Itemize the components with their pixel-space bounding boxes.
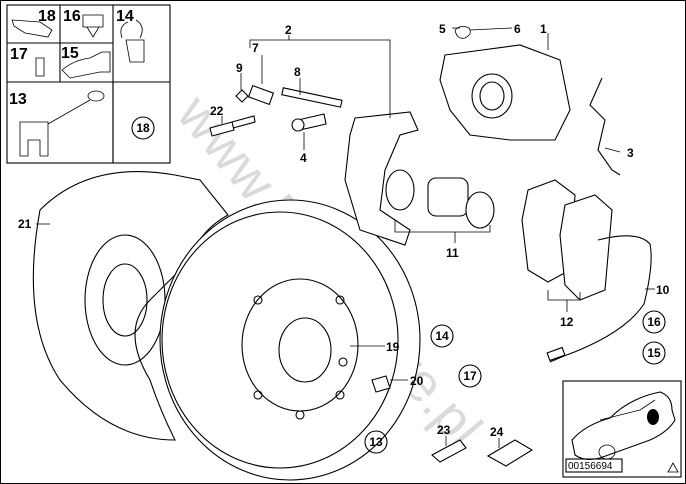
- circled-ref-17: 17: [463, 369, 477, 383]
- dust-shield-21: [32, 170, 229, 441]
- grease-tube-23-icon: [431, 439, 467, 463]
- grease-packet-24-icon: [486, 439, 534, 467]
- label-2: 2: [285, 23, 292, 37]
- label-23: 23: [437, 423, 451, 437]
- circled-ref-14: 14: [435, 329, 449, 343]
- warning-triangle-icon: [667, 462, 679, 473]
- clip-16-icon: [82, 14, 104, 38]
- leader-lines: [36, 27, 655, 448]
- brake-caliper-1: [439, 44, 571, 141]
- label-12: 12: [560, 315, 574, 329]
- piston-kit-11: [385, 169, 495, 229]
- label-6: 6: [514, 22, 521, 36]
- bolts: [209, 84, 391, 393]
- holder-14-icon: [120, 19, 145, 63]
- anti-rattle-spring-3: [589, 77, 621, 176]
- wheel-highlight-icon: [647, 409, 659, 425]
- brake-disc: [159, 199, 421, 481]
- small-parts-inset: 18 16 14 17 15 13: [6, 4, 171, 164]
- wear-sensor-10: [549, 235, 652, 363]
- label-8: 8: [294, 65, 301, 79]
- label-24: 24: [490, 425, 504, 439]
- inset-label-16: 16: [63, 8, 81, 25]
- vehicle-location-inset: 00156694: [562, 380, 682, 478]
- clip-18-icon: [11, 19, 53, 38]
- circled-refs: 18 14 17 16 15 13: [131, 116, 666, 454]
- sensor-13-icon: [19, 99, 91, 157]
- inset-label-17: 17: [10, 46, 28, 63]
- circled-ref-13: 13: [369, 435, 383, 449]
- label-19: 19: [386, 340, 400, 354]
- bolt-22-icon: [209, 115, 256, 137]
- label-9: 9: [236, 61, 243, 75]
- clip-17-icon: [35, 57, 45, 77]
- guide-pin-8-icon: [281, 87, 343, 108]
- label-11: 11: [446, 246, 459, 260]
- guide-sleeve-7-icon: [247, 84, 275, 106]
- screw-20-icon: [371, 375, 391, 393]
- label-20: 20: [410, 374, 424, 388]
- label-3: 3: [627, 146, 634, 160]
- label-21: 21: [18, 217, 32, 231]
- brake-pads-12: [521, 179, 613, 301]
- part-labels: 1 2 3 4 5 6 7 8 9 10 11 12 19 20 21 22 2…: [18, 22, 670, 439]
- label-1: 1: [540, 22, 547, 36]
- image-code: 00156694: [568, 461, 613, 472]
- label-22: 22: [210, 104, 224, 118]
- label-10: 10: [656, 283, 670, 297]
- clip-5-6-icon: [454, 26, 471, 39]
- inset-label-14: 14: [116, 8, 134, 25]
- label-4: 4: [300, 151, 307, 165]
- inset-label-15: 15: [61, 45, 79, 62]
- label-7: 7: [252, 41, 259, 55]
- car-icon: [571, 391, 676, 461]
- label-5: 5: [439, 22, 446, 36]
- inset-label-13: 13: [9, 91, 27, 108]
- clip-15-icon: [61, 51, 111, 79]
- cap-9-icon: [235, 89, 249, 103]
- circled-ref-16: 16: [647, 315, 661, 329]
- circled-ref-15: 15: [647, 346, 661, 360]
- inset-label-18: 18: [38, 8, 56, 25]
- circled-ref-18: 18: [136, 121, 150, 135]
